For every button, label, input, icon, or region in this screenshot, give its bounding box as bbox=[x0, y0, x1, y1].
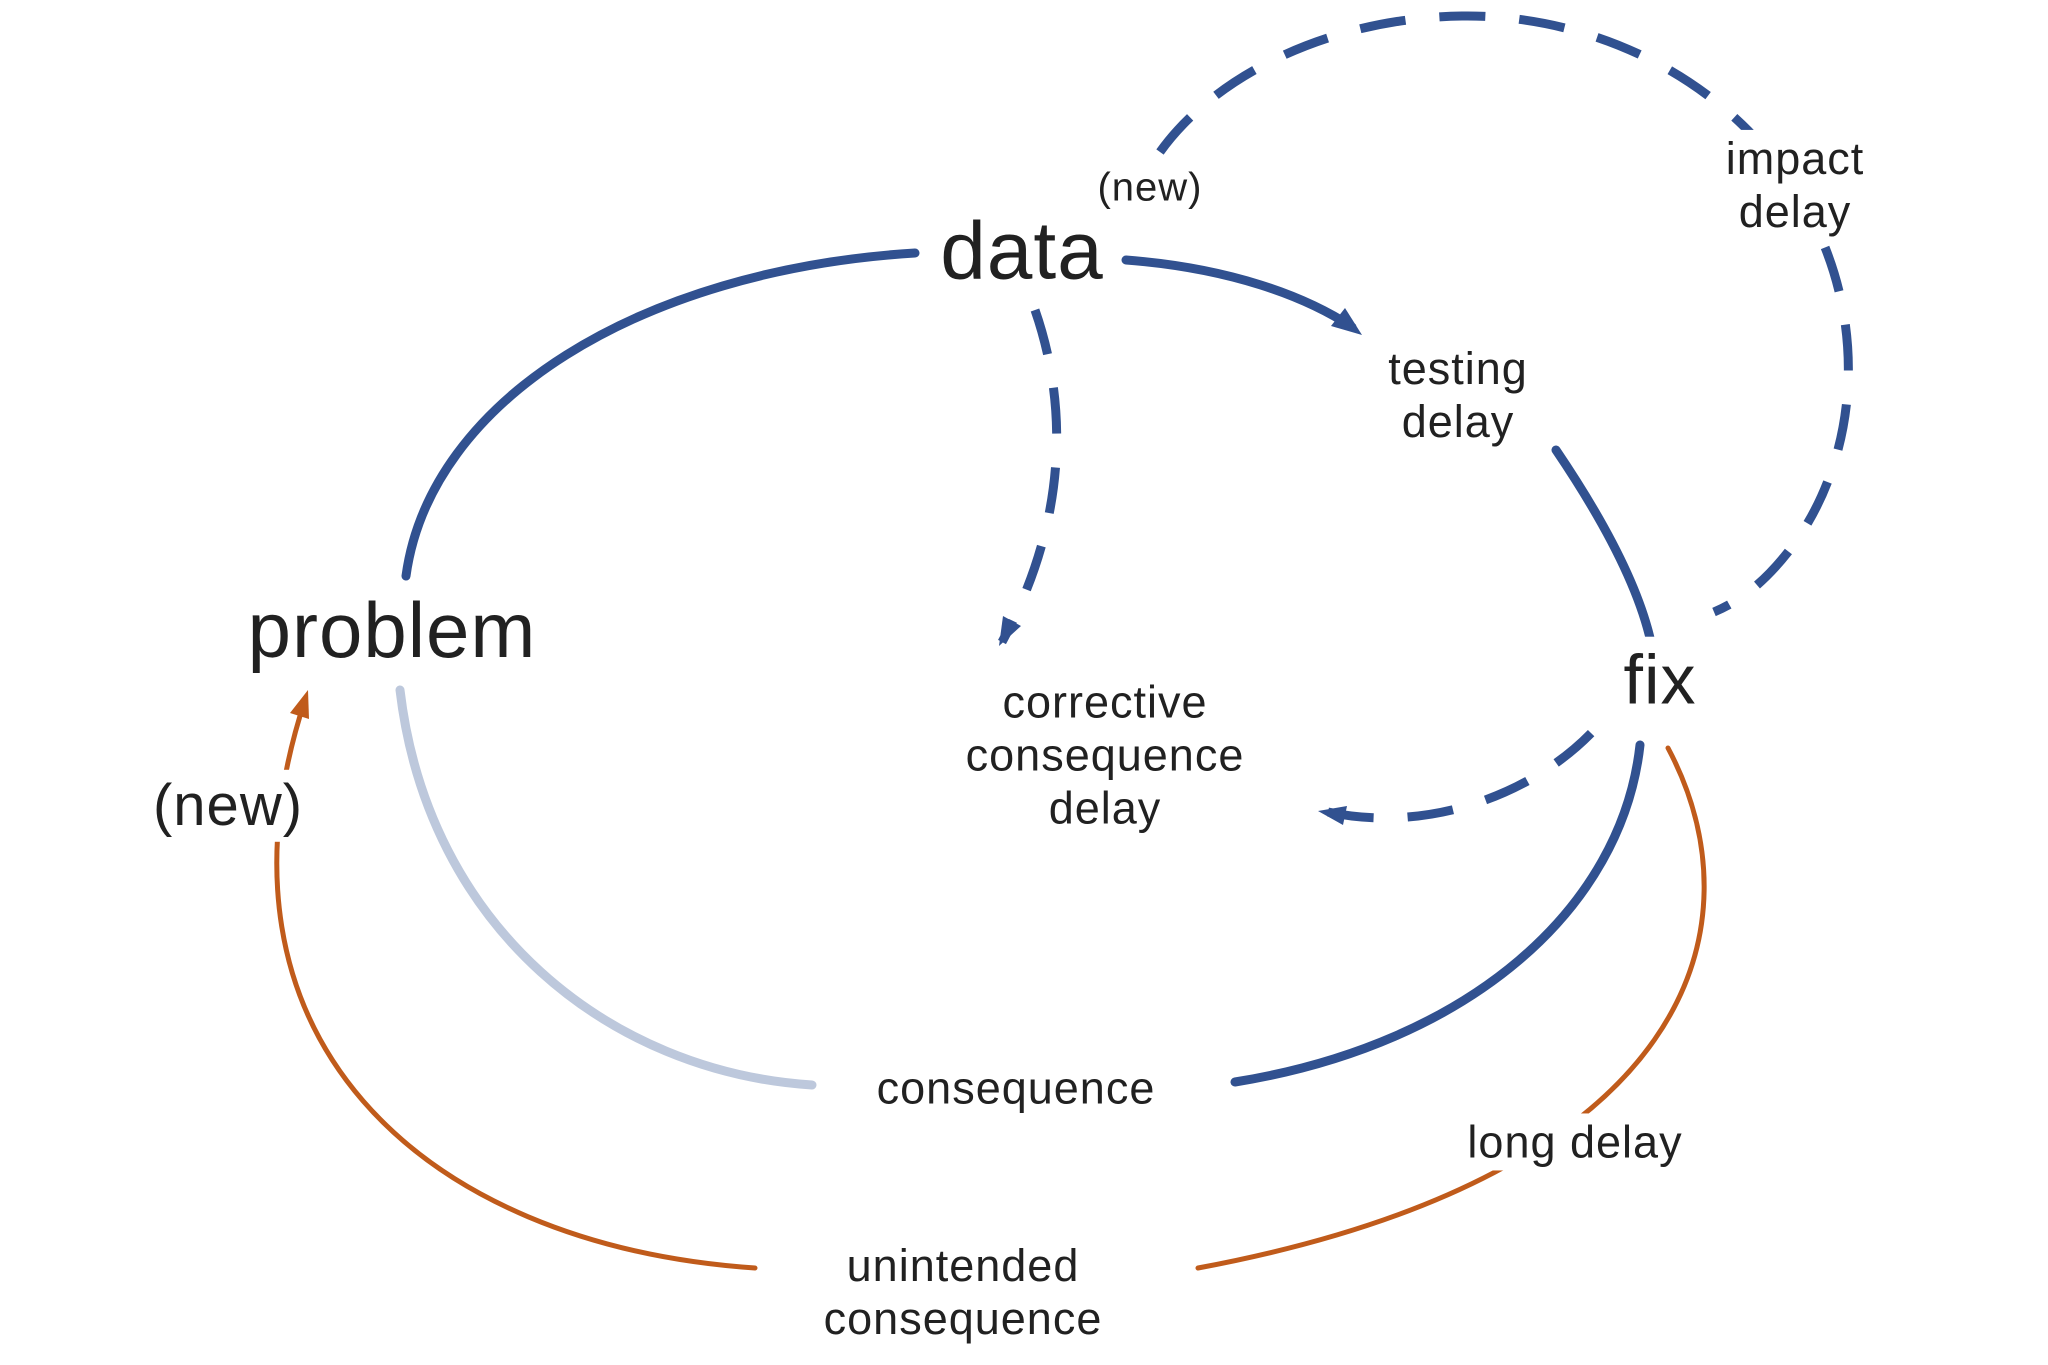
arrowhead-corrective-delay bbox=[999, 616, 1021, 646]
link-corrective-delay-dashed-lower bbox=[1327, 724, 1600, 823]
link-testing-delay-to-fix bbox=[1551, 445, 1655, 643]
link-corrective-delay-dashed-upper bbox=[998, 308, 1062, 645]
node-consequence: consequence bbox=[866, 1059, 1166, 1117]
label-testing-delay: testing delay bbox=[1378, 339, 1538, 451]
arrowhead-data-to-testing-delay bbox=[1331, 308, 1362, 335]
node-data-new-tag: (new) bbox=[1087, 162, 1213, 214]
label-impact-delay: impact delay bbox=[1715, 129, 1875, 241]
link-fix-to-unintended-consequence bbox=[1195, 745, 1707, 1271]
label-long-delay: long delay bbox=[1457, 1113, 1693, 1171]
node-problem: problem bbox=[237, 581, 547, 679]
arrowhead-corrective-delay-lower bbox=[1318, 806, 1347, 825]
link-unintended-consequence-to-new-problem bbox=[274, 697, 758, 1271]
node-unintended-consequence: unintended consequence bbox=[813, 1236, 1113, 1348]
link-impact-delay-dashed bbox=[1156, 11, 1853, 617]
link-consequence-to-problem bbox=[395, 685, 817, 1090]
node-data: data bbox=[930, 201, 1114, 303]
node-fix: fix bbox=[1613, 636, 1707, 724]
link-problem-to-data bbox=[401, 248, 920, 581]
link-fix-to-consequence bbox=[1230, 740, 1645, 1087]
arrowhead-unintended-to-problem bbox=[290, 690, 309, 719]
link-data-to-testing-delay bbox=[1121, 255, 1357, 332]
node-problem-new-tag: (new) bbox=[142, 769, 314, 843]
label-corrective-consequence-delay: corrective consequence delay bbox=[955, 673, 1255, 837]
